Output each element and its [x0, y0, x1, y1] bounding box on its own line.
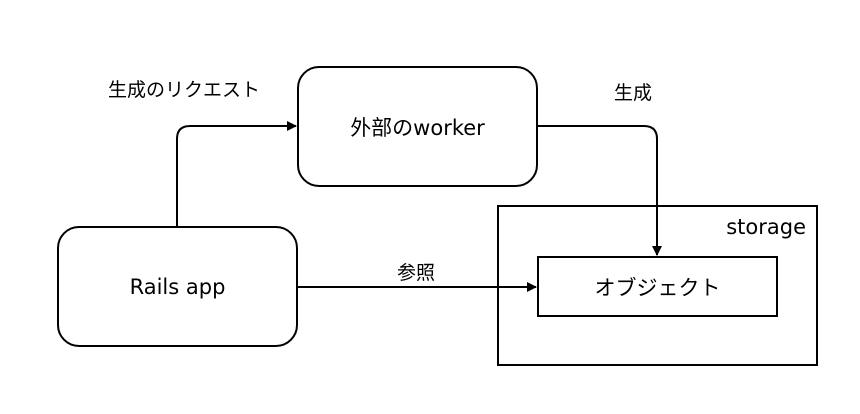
- worker-node: 外部のworker: [297, 66, 538, 187]
- worker-label: 外部のworker: [350, 115, 485, 140]
- reference-edge-label: 参照: [397, 262, 436, 284]
- request-edge: [176, 121, 297, 226]
- generate-edge-label: 生成: [614, 82, 653, 104]
- rails-app-label: Rails app: [129, 274, 226, 299]
- object-node: オブジェクト: [537, 256, 778, 317]
- rails-app-node: Rails app: [57, 226, 298, 347]
- object-label: オブジェクト: [594, 275, 721, 300]
- storage-label: storage: [726, 215, 806, 239]
- generate-edge: [538, 125, 662, 256]
- request-edge-label: 生成のリクエスト: [108, 79, 261, 101]
